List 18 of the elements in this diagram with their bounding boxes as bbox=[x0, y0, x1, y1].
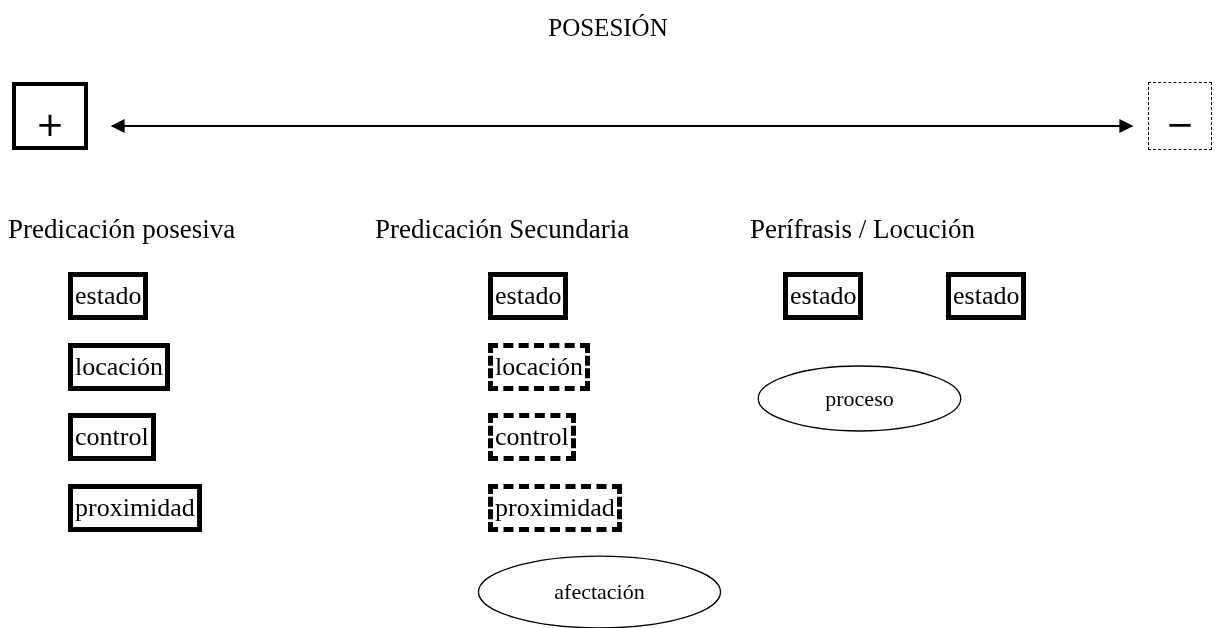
column-heading: Perífrasis / Locución bbox=[750, 214, 975, 245]
dashed-box: proximidad bbox=[488, 484, 622, 532]
column-heading: Predicación posesiva bbox=[8, 214, 236, 245]
dashed-box: locación bbox=[488, 343, 591, 391]
category-box: control bbox=[68, 413, 156, 461]
column-heading: Predicación Secundaria bbox=[375, 214, 630, 245]
double-arrow bbox=[110, 119, 1134, 133]
ellipse-node: proceso bbox=[757, 365, 962, 432]
category-box: proximidad bbox=[68, 484, 202, 532]
diagram-title: POSESIÓN bbox=[548, 14, 668, 41]
category-box: estado bbox=[68, 272, 149, 320]
dashed-box: control bbox=[488, 413, 576, 461]
category-box: estado bbox=[783, 272, 864, 320]
category-box: locación bbox=[68, 343, 171, 391]
dashed-box: − bbox=[1148, 82, 1212, 150]
category-box: estado bbox=[946, 272, 1027, 320]
category-box: estado bbox=[488, 272, 569, 320]
category-box: + bbox=[12, 82, 88, 150]
